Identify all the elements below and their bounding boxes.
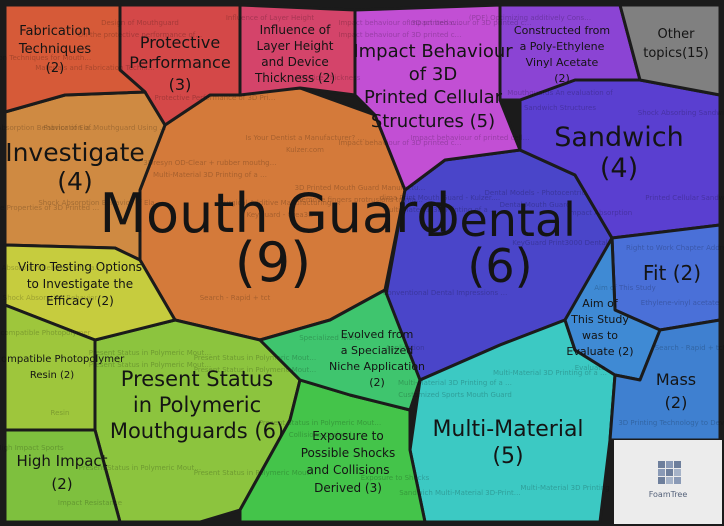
child-label: Search - Rapid + tct (655, 344, 724, 352)
child-label: dima Print Mouth Guard - Kulzer.… (380, 194, 501, 202)
child-label: Exposure to Shocks (361, 474, 430, 482)
child-label: Present Status in Polymeric Mout… (194, 366, 317, 374)
group-label-18: Mass(2) (656, 370, 696, 412)
group-cell-18[interactable] (608, 318, 722, 442)
child-label: Materials and Fabrication Techni… (35, 64, 154, 72)
group-label-3: Sandwich(4) (554, 122, 683, 184)
child-label: Shock Absorption Behavior of Ela… (0, 264, 102, 272)
child-label: Present Status in Polymeric Mout… (89, 361, 212, 369)
child-label: KeyGuard - Crea3D (246, 211, 313, 219)
child-label: Design of Mouthguard (101, 19, 179, 27)
child-label: Multi-Material 3D Printing of a … (383, 206, 497, 214)
child-label: Aim of This Study (594, 284, 656, 292)
child-label: Fabrication of Mouthguard Using … (43, 124, 166, 132)
child-label: Sandwich Multi-Material 3D-Print… (399, 489, 521, 497)
child-label: On the Properties of 3D Printed … (0, 204, 99, 212)
child-label: Impact behaviour of 3D printed c… (338, 31, 461, 39)
child-label: Printed Cellular Sandwich (645, 194, 724, 202)
child-label: Evaluate (575, 364, 606, 372)
group-label-2: Investigate(4) (5, 138, 145, 196)
child-label: Surgical Additive Manufacturing … (219, 199, 340, 207)
child-label: Customized Sports Mouth Guard (398, 391, 512, 399)
child-label: Influence of Layer Height (226, 14, 315, 22)
child-label: Fabrication Techniques for Mouth… (0, 54, 91, 62)
child-label: Mouthguards An evaluation of (507, 89, 613, 97)
child-label: Present Status in Polymeric Mout… (79, 464, 202, 472)
child-label: Impact behaviour of 3D printed c… (338, 139, 461, 147)
child-label: Present Status in Polymeric Mout… (194, 354, 317, 362)
group-label-14: High Impact(2) (16, 452, 107, 493)
child-label: Multi-Material 3D Printing (520, 484, 609, 492)
child-label: Impact behaviour of printed cell… (410, 134, 529, 142)
child-label: Dental Mouth Guard (500, 201, 571, 209)
child-label: Multi-Material 3D Printing of a … (153, 171, 267, 179)
child-label: Present Status in Polymeric Mout… (89, 349, 212, 357)
child-label: 3Dresyn OD-Clear + rubber mouthg… (143, 159, 276, 167)
child-label: Right to Work Chapter Address (626, 244, 724, 252)
group-cell-8[interactable] (3, 3, 147, 114)
child-label: Multi-Material 3D Printing of a … (493, 369, 607, 377)
child-label: Impact Resistance (58, 499, 122, 507)
child-label: Conventional Dental Impressions … (383, 289, 508, 297)
child-label: Specialized Niche (299, 334, 361, 342)
child-label: (PDF) Optimizing additively Cons… (469, 14, 591, 22)
child-label: Shock Absorption Behavior (3, 294, 98, 302)
group-cell-14[interactable] (3, 428, 122, 524)
child-label: Shock Absorbing Sandwich (638, 109, 724, 117)
child-label: Kulzer.com (286, 146, 324, 154)
child-label: Resin (51, 409, 70, 417)
child-label: Search - Rapid + tct (200, 294, 271, 302)
child-label: Biocompatible Photopolymer (0, 329, 91, 337)
group-cell-9[interactable] (238, 3, 357, 97)
child-label: Impact Absorption (568, 209, 632, 217)
child-label: Impact behaviour of 3D printed c… (338, 19, 461, 27)
child-label: Protective Performance of 3D Pri… (155, 94, 276, 102)
group-label-11: Fit (2) (643, 261, 701, 285)
child-label: Ethylene-vinyl acetate (641, 299, 719, 307)
child-label: Sandwich Structures (524, 104, 596, 112)
child-label: Device Thickness (300, 74, 361, 82)
child-label: Shock Absorption Behavior of Ela… (38, 199, 161, 207)
logo-text: FoamTree (649, 490, 688, 499)
child-label: Dental Models - Photocentric (485, 189, 586, 197)
child-label: 3D Printed Mouth Guard Manufactu… (295, 184, 426, 192)
foamtree-logo-icon (658, 461, 681, 484)
child-label: Remove fingers protrusions to ma… (297, 196, 423, 204)
group-label-1: Dental(6) (424, 193, 576, 293)
child-label: Present Status in Polymeric Mout… (259, 419, 382, 427)
child-label: High Impact Sports (0, 444, 64, 452)
child-label: Shock Absorption Behavior of Ela… (0, 124, 97, 132)
child-label: Present Status in Polymeric Mout… (194, 469, 317, 477)
foamtree-logo: FoamTree (614, 440, 722, 524)
group-label-0: Mouth Guard(9) (99, 182, 450, 294)
child-label: 3D Printing Technology to Develo… (618, 419, 724, 427)
child-label: Collisions Derived (289, 431, 352, 439)
child-label: KeyGuard Print3000 Dental (512, 239, 608, 247)
child-label: Multi-Material 3D Printing of a … (398, 379, 512, 387)
group-label-6: Multi-Material(5) (432, 417, 583, 469)
child-label: Impact behaviour of 3D printed c… (408, 19, 531, 27)
child-label: Application (385, 344, 424, 352)
group-cell-19[interactable] (618, 3, 722, 97)
group-cell-16[interactable] (258, 288, 422, 412)
child-label: Is Your Dentist a Manufacturer? … (246, 134, 365, 142)
child-label: On the protective performance of… (78, 31, 202, 39)
